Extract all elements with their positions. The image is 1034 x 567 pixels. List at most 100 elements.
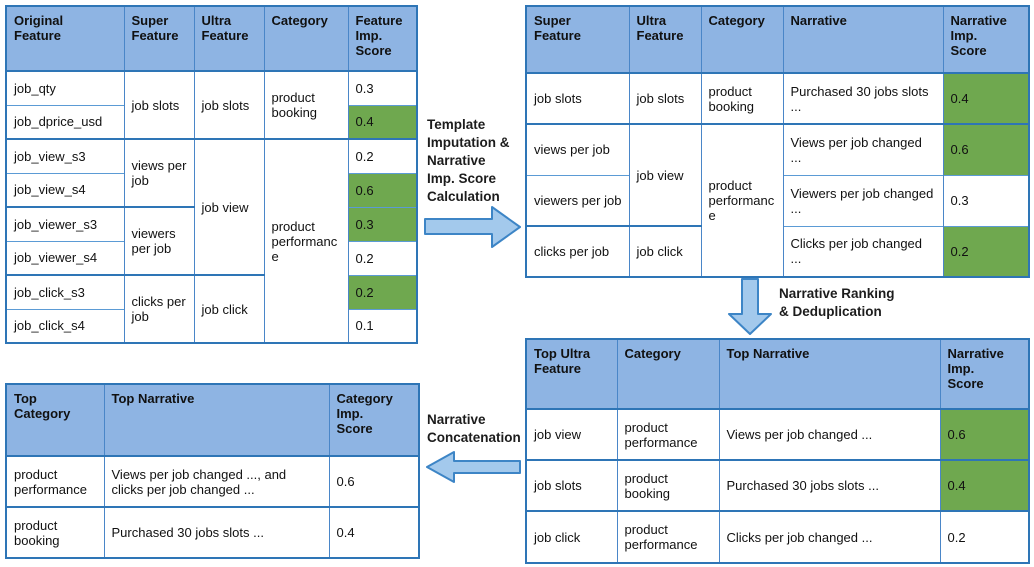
column-header: Super Feature [123,6,195,72]
column-header: Ultra Feature [628,6,702,74]
table-row: product performance Views per job change… [5,456,420,507]
column-header: Feature Imp. Score [347,6,418,72]
arrow-down-icon [728,278,772,335]
original-features-table: Original Feature Super Feature Ultra Fea… [5,5,418,344]
td-score: 0.3 [347,71,418,105]
td-original-feature: job_viewer_s3 [5,206,125,241]
td-narrative: Views per job changed ... [782,123,944,175]
column-header: Category Imp. Score [328,384,420,457]
table-header-row: Super Feature Ultra Feature Category Nar… [525,6,1030,74]
table-row: job_viewer_s4 0.2 [5,240,418,275]
td-ultra-feature: job click [525,510,618,563]
td-score: 0.4 [942,73,1030,124]
table-row: job slots product booking Purchased 30 j… [525,459,1030,511]
step2-label: Narrative Ranking & Deduplication [779,286,895,319]
td-category: product performance [263,138,349,343]
table-row: job_view_s4 0.6 [5,172,418,207]
td-original-feature: job_qty [5,71,125,105]
step1-label: Template Imputation & Narrative Imp. Sco… [427,117,510,204]
table-row: product booking Purchased 30 jobs slots … [5,506,420,558]
td-score: 0.6 [328,456,420,507]
td-score: 0.4 [939,459,1030,511]
td-narrative: Views per job changed ... [718,409,941,460]
td-super-feature: views per job [123,138,195,207]
td-original-feature: job_click_s4 [5,308,125,343]
table-row: job_click_s4 0.1 [5,308,418,343]
column-header: Category [263,6,349,72]
td-ultra-feature: job view [193,138,265,275]
td-ultra-feature: job view [628,123,702,226]
arrow-left-icon [426,451,521,483]
td-narrative: Purchased 30 jobs slots ... [103,506,330,558]
td-score: 0.2 [347,274,418,309]
column-header: Narrative [782,6,944,74]
td-original-feature: job_click_s3 [5,274,125,309]
td-super-feature: viewers per job [123,206,195,275]
td-score: 0.4 [328,506,420,558]
column-header: Narrative Imp. Score [939,339,1030,410]
column-header: Ultra Feature [193,6,265,72]
td-score: 0.3 [347,206,418,241]
column-header: Category [616,339,720,410]
narratives-table: Super Feature Ultra Feature Category Nar… [525,5,1030,278]
table-row: job_qty job slots job slots product book… [5,71,418,139]
td-category: product booking [616,459,720,511]
td-ultra-feature: job view [525,409,618,460]
td-score: 0.2 [347,240,418,275]
td-category: product performance [616,510,720,563]
td-super-feature: viewers per job [525,174,630,226]
td-super-feature: clicks per job [525,225,630,277]
td-ultra-feature: job click [628,225,702,277]
td-super-feature: views per job [525,123,630,175]
td-category: product performance [700,123,784,277]
table-row: job_dprice_usd 0.4 [5,104,418,139]
table-row: job view product performance Views per j… [525,409,1030,460]
table-row: job_click_s3 clicks per job job click 0.… [5,274,418,343]
td-original-feature: job_view_s4 [5,172,125,207]
column-header: Top Narrative [718,339,941,410]
td-narrative: Purchased 30 jobs slots ... [782,73,944,124]
td-super-feature: clicks per job [123,274,195,343]
td-score: 0.6 [347,172,418,207]
table-row: job_view_s3 views per job job view produ… [5,138,418,343]
column-header: Narrative Imp. Score [942,6,1030,74]
table-header-row: Top Ultra Feature Category Top Narrative… [525,339,1030,410]
table-row: viewers per job Viewers per job changed … [525,174,1030,226]
column-header: Top Ultra Feature [525,339,618,410]
td-narrative: Clicks per job changed ... [782,225,944,277]
step3-label: Narrative Concatenation [427,412,521,445]
table-header-row: Original Feature Super Feature Ultra Fea… [5,6,418,72]
td-score: 0.2 [939,510,1030,563]
category-summary-table: Top Category Top Narrative Category Imp.… [5,383,420,559]
column-header: Super Feature [525,6,630,74]
td-original-feature: job_dprice_usd [5,104,125,139]
table-row: job click product performance Clicks per… [525,510,1030,563]
td-narrative: Clicks per job changed ... [718,510,941,563]
td-original-feature: job_view_s3 [5,138,125,173]
td-category: product booking [5,506,105,558]
td-category: product performance [5,456,105,507]
column-header: Category [700,6,784,74]
td-original-feature: job_viewer_s4 [5,240,125,275]
td-category: product performance [616,409,720,460]
td-ultra-feature: job slots [525,459,618,511]
td-ultra-feature: job slots [628,73,702,124]
column-header: Original Feature [5,6,125,72]
td-score: 0.4 [347,104,418,139]
td-narrative: Purchased 30 jobs slots ... [718,459,941,511]
td-score: 0.3 [942,174,1030,226]
arrow-right-icon [424,206,521,248]
table-header-row: Top Category Top Narrative Category Imp.… [5,384,420,457]
td-narrative: Views per job changed ..., and clicks pe… [103,456,330,507]
td-super-feature: job slots [123,71,195,139]
td-score: 0.1 [347,308,418,343]
top-narratives-table: Top Ultra Feature Category Top Narrative… [525,338,1030,564]
td-score: 0.6 [939,409,1030,460]
td-score: 0.6 [942,123,1030,175]
table-row: job slots job slots product booking Purc… [525,73,1030,124]
column-header: Top Narrative [103,384,330,457]
td-category: product booking [700,73,784,124]
td-super-feature: job slots [525,73,630,124]
td-ultra-feature: job click [193,274,265,343]
